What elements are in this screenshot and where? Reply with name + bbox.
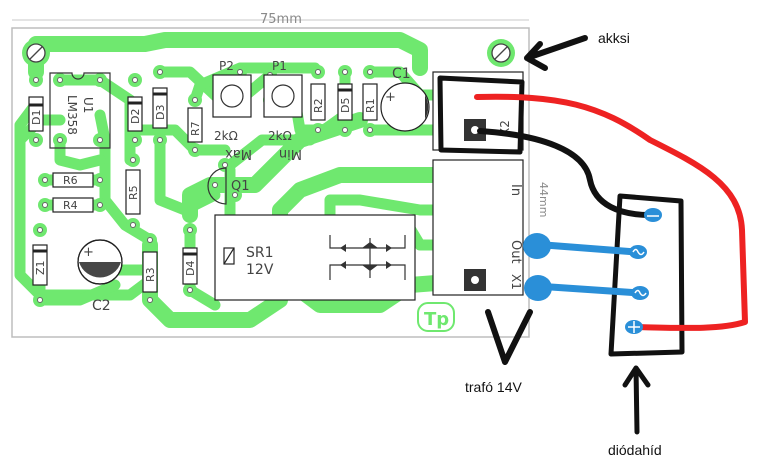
svg-text:+: + bbox=[385, 90, 396, 105]
ac-blob-1 bbox=[523, 233, 551, 259]
width-dimension-label: 75mm bbox=[260, 12, 302, 27]
mounting-hole-right bbox=[487, 39, 515, 67]
svg-text:D3: D3 bbox=[154, 105, 167, 120]
svg-text:In: In bbox=[508, 184, 523, 196]
battery-arrow bbox=[524, 35, 588, 71]
diode-d2: D2 bbox=[127, 96, 143, 132]
svg-text:X1: X1 bbox=[509, 274, 523, 290]
resistor-r6: R6 bbox=[52, 172, 94, 188]
svg-text:Min: Min bbox=[279, 146, 302, 161]
board-logo: Tp bbox=[417, 302, 455, 332]
positive-wire bbox=[474, 93, 748, 331]
diode-d5: D5 bbox=[337, 83, 353, 121]
potentiometer-p2: P2 2kΩ Max bbox=[212, 59, 252, 161]
zener-z1: Z1 bbox=[32, 244, 48, 286]
capacitor-c2: + C2 bbox=[77, 239, 123, 314]
bridge-arrow bbox=[622, 365, 651, 435]
svg-text:C2: C2 bbox=[92, 298, 111, 314]
svg-text:12V: 12V bbox=[246, 262, 274, 278]
ac-wire-2 bbox=[532, 282, 644, 297]
height-dimension-label: 44mm bbox=[537, 182, 550, 217]
bridge-terminals bbox=[625, 208, 662, 334]
potentiometer-p1: P1 2kΩ Min bbox=[263, 59, 303, 161]
relay-sr1: SR1 12V bbox=[214, 214, 416, 301]
svg-text:Tp: Tp bbox=[424, 309, 449, 330]
bridge-rectifier-box bbox=[608, 193, 685, 357]
bridge-label: diódahíd bbox=[608, 442, 662, 458]
ic-u1: LM358 U1 bbox=[49, 72, 111, 149]
mounting-hole-left bbox=[22, 39, 50, 67]
svg-text:R3: R3 bbox=[144, 267, 157, 282]
ac-blob-2 bbox=[524, 275, 552, 301]
negative-wire bbox=[477, 128, 653, 218]
svg-text:P2: P2 bbox=[219, 59, 234, 73]
resistor-r5: R5 bbox=[125, 169, 141, 215]
transformer-label: trafó 14V bbox=[465, 379, 522, 395]
transistor-q1: Q1 bbox=[207, 167, 250, 205]
svg-text:D5: D5 bbox=[339, 98, 352, 113]
svg-text:Z1: Z1 bbox=[34, 260, 47, 275]
capacitor-c1: C1 + bbox=[380, 66, 430, 132]
svg-text:2kΩ: 2kΩ bbox=[214, 129, 238, 143]
battery-label: akksi bbox=[598, 30, 630, 46]
resistor-r2: R2 bbox=[310, 83, 326, 121]
svg-text:SR1: SR1 bbox=[246, 245, 274, 261]
svg-text:Max: Max bbox=[225, 146, 252, 161]
svg-text:R4: R4 bbox=[63, 199, 78, 212]
svg-text:+: + bbox=[83, 245, 94, 260]
svg-text:C1: C1 bbox=[392, 66, 411, 82]
diode-d3: D3 bbox=[152, 87, 168, 129]
svg-text:LM358: LM358 bbox=[65, 95, 79, 135]
battery-terminal-highlight bbox=[437, 75, 525, 155]
diode-d4: D4 bbox=[182, 247, 198, 285]
svg-text:R1: R1 bbox=[364, 98, 377, 113]
svg-text:R6: R6 bbox=[63, 174, 78, 187]
svg-text:P1: P1 bbox=[272, 59, 287, 73]
resistor-r7: R7 bbox=[187, 107, 203, 143]
svg-text:D1: D1 bbox=[30, 110, 43, 125]
resistor-r4: R4 bbox=[52, 197, 94, 213]
svg-text:D2: D2 bbox=[129, 109, 142, 124]
svg-text:U1: U1 bbox=[81, 97, 95, 113]
svg-text:Q1: Q1 bbox=[231, 179, 250, 194]
svg-text:R7: R7 bbox=[189, 121, 202, 136]
transformer-arrow bbox=[485, 309, 533, 365]
svg-text:2kΩ: 2kΩ bbox=[268, 129, 292, 143]
resistor-r1: R1 bbox=[362, 83, 378, 121]
diode-d1: D1 bbox=[28, 96, 44, 132]
svg-text:R2: R2 bbox=[312, 98, 325, 113]
resistor-r3: R3 bbox=[142, 251, 158, 293]
terminal-x1: In Out X1 bbox=[432, 159, 524, 296]
svg-text:D4: D4 bbox=[184, 261, 197, 276]
svg-text:R5: R5 bbox=[127, 185, 140, 200]
svg-text:Out: Out bbox=[508, 240, 523, 264]
